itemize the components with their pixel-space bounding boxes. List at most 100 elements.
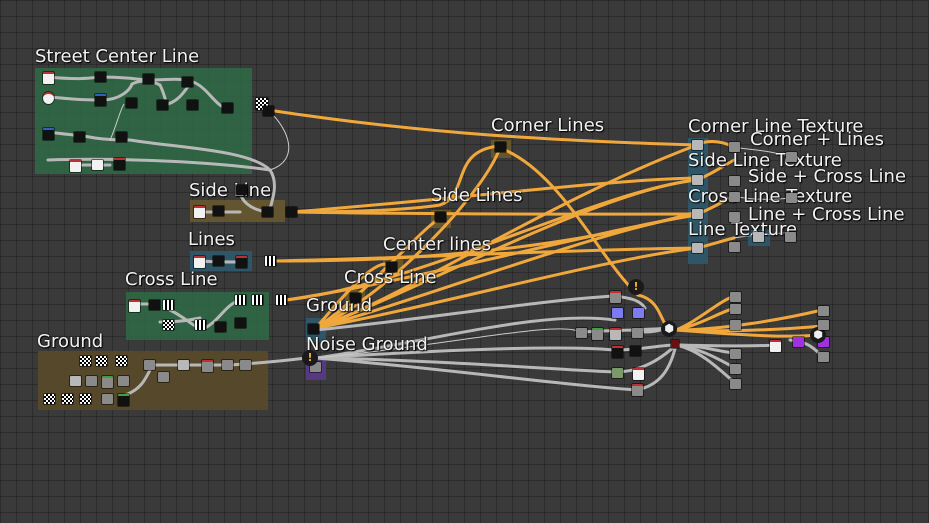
graph-node[interactable] [793, 337, 804, 347]
graph-node[interactable] [70, 160, 81, 172]
graph-node[interactable] [240, 360, 251, 370]
graph-node[interactable] [610, 328, 621, 340]
graph-node[interactable] [222, 360, 233, 370]
graph-node[interactable] [202, 360, 213, 372]
graph-node[interactable] [632, 328, 643, 338]
frame-title-lines[interactable]: Lines [188, 229, 235, 250]
frame-title-cross-line[interactable]: Cross Line [125, 269, 218, 290]
graph-node[interactable] [632, 384, 643, 396]
frame-title-side-line[interactable]: Side Line [189, 180, 272, 201]
graph-node[interactable] [729, 176, 740, 186]
graph-node[interactable] [263, 106, 274, 116]
graph-node[interactable] [692, 140, 703, 150]
graph-node[interactable] [310, 362, 321, 372]
graph-node[interactable] [286, 207, 297, 217]
frame-street-center-line[interactable] [35, 68, 252, 174]
graph-node[interactable] [149, 300, 160, 310]
graph-node[interactable] [102, 376, 113, 388]
graph-node[interactable] [43, 128, 54, 140]
graph-node[interactable] [692, 209, 703, 219]
graph-node[interactable] [818, 352, 829, 362]
graph-node[interactable] [118, 376, 129, 386]
graph-node[interactable] [178, 360, 189, 370]
graph-node[interactable] [116, 356, 127, 366]
graph-node[interactable] [592, 328, 603, 340]
output-icon[interactable]: ⬢ [661, 321, 677, 337]
node-group-textures[interactable] [688, 138, 708, 264]
graph-node[interactable] [730, 320, 741, 330]
graph-node[interactable] [194, 256, 205, 268]
graph-node[interactable] [818, 320, 829, 330]
graph-node[interactable] [215, 322, 226, 332]
graph-node[interactable] [213, 206, 224, 216]
graph-node[interactable] [729, 142, 740, 152]
graph-node[interactable] [262, 207, 273, 217]
graph-node[interactable] [753, 232, 764, 242]
warning-icon[interactable]: ! [628, 279, 644, 295]
graph-node[interactable] [235, 295, 246, 305]
graph-node[interactable] [80, 394, 91, 404]
graph-node[interactable] [126, 98, 137, 108]
graph-node[interactable] [786, 193, 797, 203]
graph-node[interactable] [96, 356, 107, 366]
graph-node[interactable] [610, 291, 621, 303]
graph-node[interactable] [612, 346, 623, 358]
graph-node[interactable] [785, 232, 796, 242]
graph-node[interactable] [308, 324, 319, 334]
frame-title-ground[interactable]: Ground [37, 331, 104, 352]
graph-node[interactable] [95, 94, 106, 106]
graph-node[interactable] [163, 300, 174, 310]
graph-node[interactable] [692, 243, 703, 253]
graph-node[interactable] [612, 308, 623, 318]
graph-node[interactable] [730, 364, 741, 374]
graph-node[interactable] [730, 379, 741, 389]
graph-node[interactable] [818, 306, 829, 316]
graph-node[interactable] [435, 212, 446, 222]
graph-node[interactable] [163, 320, 174, 330]
graph-node[interactable] [92, 160, 103, 170]
graph-node[interactable] [350, 293, 361, 303]
graph-node[interactable] [74, 132, 85, 142]
graph-node[interactable] [236, 185, 247, 195]
graph-node[interactable] [157, 100, 168, 110]
graph-node[interactable] [729, 212, 740, 222]
graph-node[interactable] [770, 340, 781, 352]
graph-node[interactable] [730, 304, 741, 314]
graph-node[interactable] [116, 132, 127, 142]
graph-node[interactable] [194, 206, 205, 218]
graph-node[interactable] [43, 92, 54, 104]
graph-node[interactable] [729, 242, 740, 252]
output-icon[interactable]: ⬢ [810, 327, 826, 343]
graph-node[interactable] [143, 74, 154, 84]
graph-node[interactable] [144, 360, 155, 370]
graph-node[interactable] [671, 340, 679, 348]
graph-node[interactable] [213, 256, 224, 266]
graph-node[interactable] [195, 320, 206, 330]
graph-node[interactable] [62, 394, 73, 404]
graph-node[interactable] [114, 158, 125, 170]
graph-node[interactable] [95, 72, 106, 82]
graph-node[interactable] [102, 394, 113, 404]
graph-node[interactable] [786, 152, 797, 162]
graph-node[interactable] [187, 100, 198, 110]
graph-node[interactable] [729, 192, 740, 202]
graph-node[interactable] [80, 356, 91, 366]
graph-node[interactable] [129, 300, 140, 312]
graph-node[interactable] [235, 318, 246, 328]
graph-node[interactable] [495, 142, 506, 152]
graph-node[interactable] [730, 292, 741, 302]
graph-node[interactable] [182, 77, 193, 87]
graph-node[interactable] [236, 256, 247, 268]
graph-node[interactable] [818, 337, 829, 347]
graph-node[interactable] [692, 175, 703, 185]
graph-node[interactable] [44, 394, 55, 404]
graph-node[interactable] [386, 262, 397, 272]
graph-node[interactable] [265, 256, 276, 266]
frame-title-street-center-line[interactable]: Street Center Line [35, 46, 200, 67]
graph-node[interactable] [612, 368, 623, 378]
graph-node[interactable] [118, 394, 129, 406]
graph-node[interactable] [70, 376, 81, 386]
graph-node[interactable] [43, 72, 54, 84]
graph-node[interactable] [158, 372, 169, 382]
